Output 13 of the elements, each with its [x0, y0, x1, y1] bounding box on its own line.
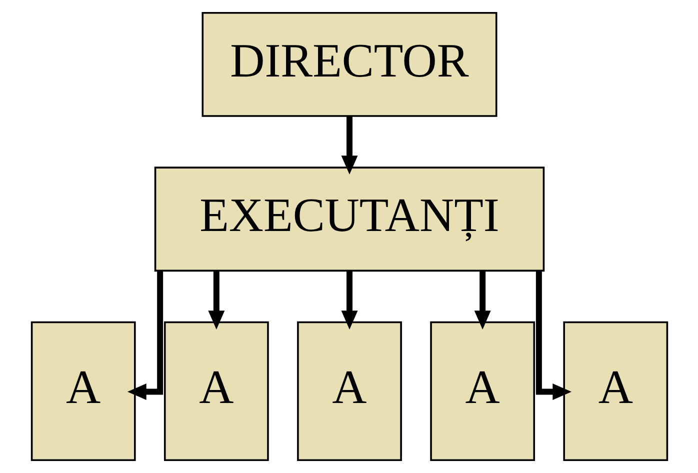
arrow: [208, 270, 224, 330]
node-box: A: [163, 321, 268, 461]
arrow: [126, 270, 163, 400]
arrow: [535, 270, 572, 400]
node-box: A: [296, 321, 402, 461]
node-box: EXECUTANȚI: [154, 166, 544, 272]
node-box: A: [430, 321, 535, 461]
arrow: [340, 116, 358, 175]
arrow: [474, 270, 490, 330]
arrow: [340, 270, 358, 330]
node-box: A: [30, 321, 136, 461]
node-box: DIRECTOR: [201, 12, 497, 117]
node-box: A: [562, 321, 668, 461]
